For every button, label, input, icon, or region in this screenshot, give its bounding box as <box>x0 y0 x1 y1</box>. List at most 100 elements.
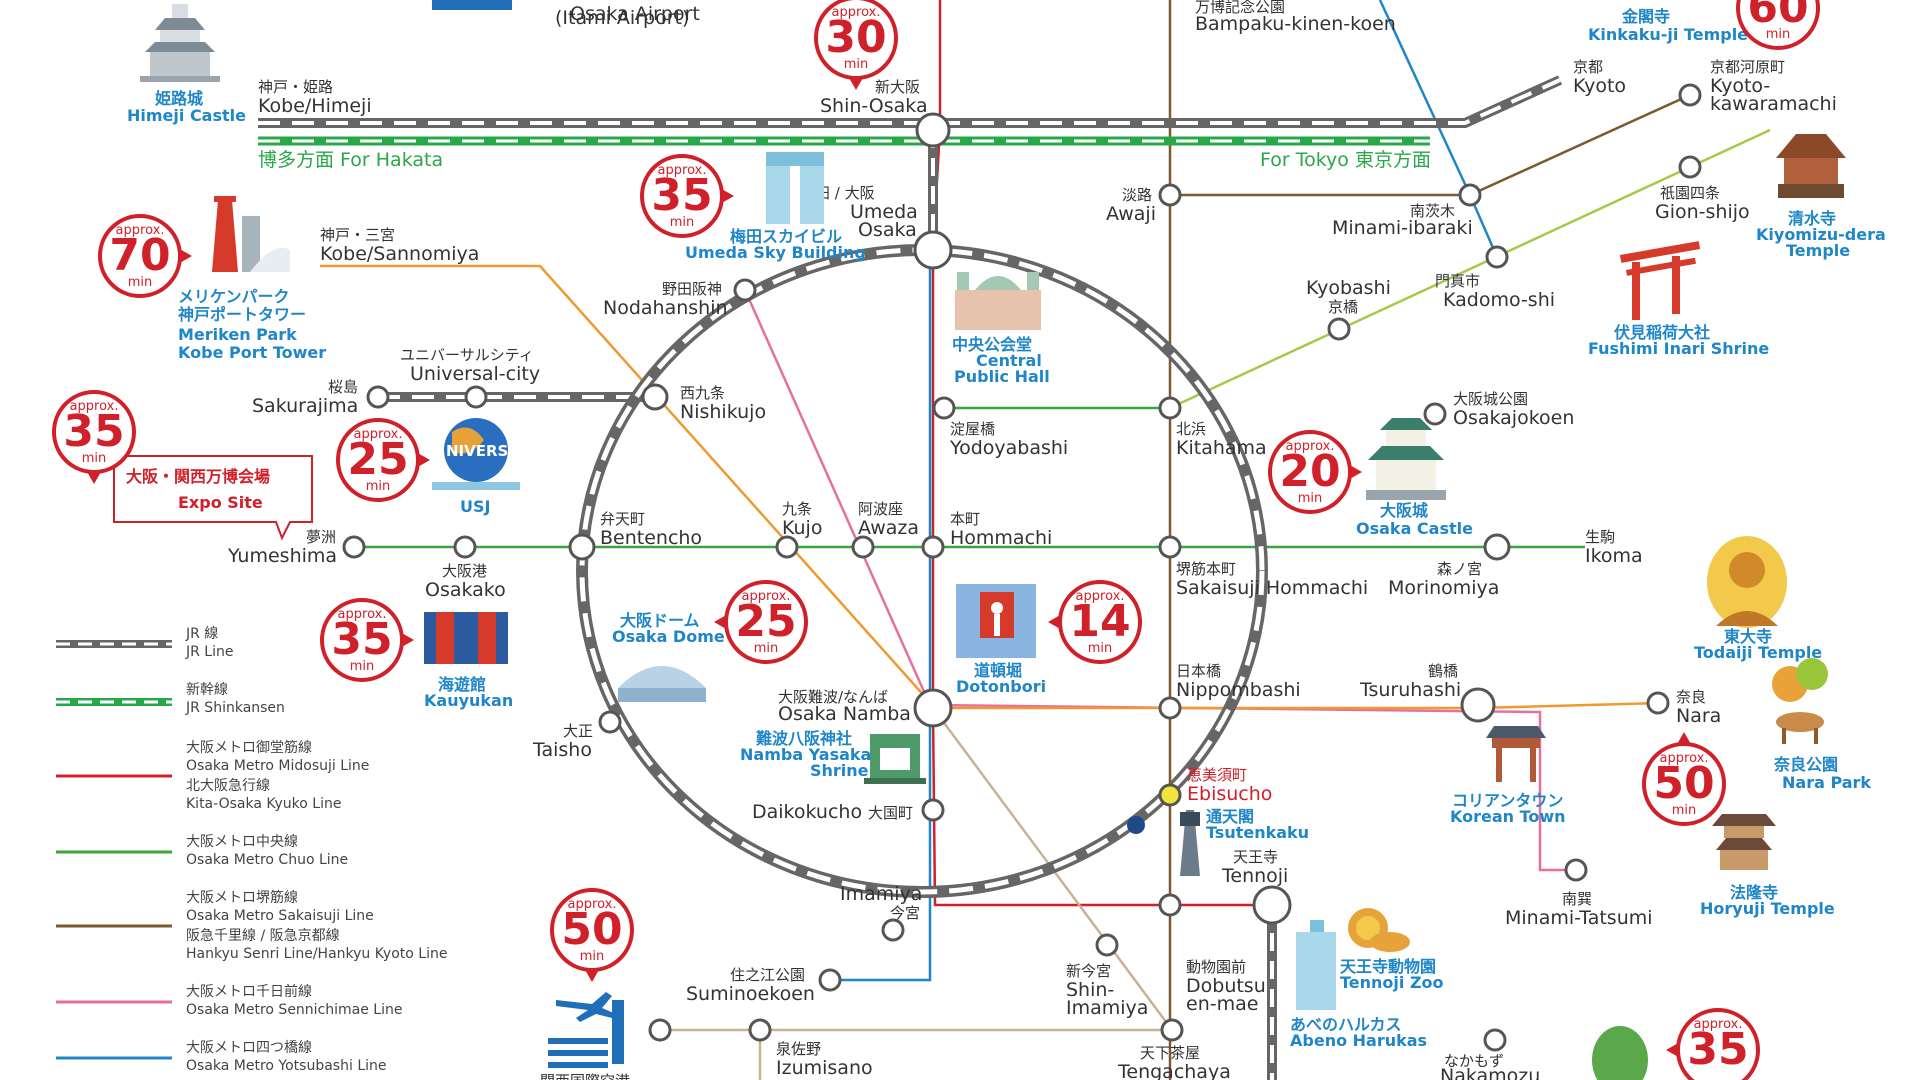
nakamozu-label: Nakamozu <box>1440 1065 1540 1080</box>
meriken-label-jp-2: 神戸ポートタワー <box>178 305 306 324</box>
nippombashi-label: Nippombashi <box>1176 679 1301 701</box>
castle-icon <box>140 4 220 82</box>
temple-icon <box>1776 134 1846 198</box>
kitahama-label: Kitahama <box>1176 437 1267 459</box>
kaiyukan-label-jp: 海遊館 <box>438 675 486 694</box>
centralhall-label-2: Public Hall <box>954 367 1050 386</box>
tsuruhashi-label-jp: 鶴橋 <box>1428 662 1458 680</box>
namba-label: Osaka Namba <box>778 703 911 725</box>
daikokucho-label-jp: 大国町 <box>868 804 913 822</box>
midosuji-line <box>931 0 1270 907</box>
badge-35-expo: approx. 35 min <box>52 390 136 484</box>
abeno-label-jp: あべのハルカス <box>1290 1015 1402 1034</box>
centralhall-label-1: Central <box>976 351 1042 370</box>
svg-text:approx.: approx. <box>658 163 707 178</box>
taisho-label-jp: 大正 <box>563 722 593 740</box>
osakako-label-jp: 大阪港 <box>442 562 487 580</box>
suminoekoen-label: Suminoekoen <box>686 983 815 1005</box>
badge-25-dome: approx. 25 min <box>714 580 808 664</box>
svg-text:min: min <box>1672 803 1697 818</box>
centralhall-label-jp: 中央公会堂 <box>952 335 1032 354</box>
awaza-label: Awaza <box>858 517 919 539</box>
svg-text:30: 30 <box>825 12 886 63</box>
svg-text:JR Line: JR Line <box>185 644 233 660</box>
svg-text:approx.: approx. <box>568 897 617 912</box>
tsutenkaku-label: Tsutenkaku <box>1206 823 1309 842</box>
svg-text:Osaka Metro Midosuji Line: Osaka Metro Midosuji Line <box>186 758 369 774</box>
deer-icon <box>1772 658 1828 744</box>
badge-60: 60 min <box>1736 0 1820 50</box>
svg-text:Hankyu Senri Line/Hankyu Kyoto: Hankyu Senri Line/Hankyu Kyoto Line <box>186 946 447 962</box>
dotonbori-label-jp: 道頓堀 <box>974 661 1022 680</box>
svg-text:approx.: approx. <box>338 607 387 622</box>
tennojizoo-label-jp: 天王寺動物園 <box>1340 957 1436 976</box>
svg-text:approx.: approx. <box>1076 589 1125 604</box>
tower-icon <box>212 196 290 272</box>
skybuilding-label: Umeda Sky Building <box>685 243 866 262</box>
building-icon <box>766 152 824 224</box>
gionshijo-label: Gion-shijo <box>1655 201 1750 223</box>
nippombashi-label-jp: 日本橋 <box>1176 662 1221 680</box>
himeji-label: Himeji Castle <box>127 106 246 125</box>
tennoji-label: Tennoji <box>1221 865 1288 887</box>
badge-50-kansai: approx. 50 min <box>550 888 634 982</box>
itami-label-top: Osaka Airport <box>570 3 700 25</box>
svg-text:min: min <box>1766 27 1791 42</box>
svg-text:35: 35 <box>1687 1024 1748 1075</box>
svg-text:Osaka Metro Chuo Line: Osaka Metro Chuo Line <box>186 852 348 868</box>
tsuruhashi-label: Tsuruhashi <box>1359 679 1461 701</box>
expo-callout <box>113 455 313 541</box>
jr-kobe-kyoto-line <box>258 75 1563 128</box>
kaiyukan-label: Kauyukan <box>424 691 513 710</box>
koreantown-label: Korean Town <box>1450 807 1566 826</box>
buddha-icon <box>1707 536 1787 628</box>
svg-text:Osaka Metro Yotsubashi Line: Osaka Metro Yotsubashi Line <box>186 1058 387 1074</box>
badge-14-dotonbori: approx. 14 min <box>1048 580 1142 664</box>
taisho-label: Taisho <box>532 739 592 761</box>
kyobashi-label-jp: 京橋 <box>1328 298 1358 316</box>
kitahama-label-jp: 北浜 <box>1176 420 1206 438</box>
nara-label: Nara <box>1676 705 1721 727</box>
dotonbori-label: Dotonbori <box>956 677 1046 696</box>
ebisucho-label: Ebisucho <box>1187 783 1272 805</box>
bampaku-label-jp: 万博記念公園 <box>1195 0 1285 16</box>
gate-icon <box>1486 726 1546 782</box>
usj-label: USJ <box>460 497 490 516</box>
badge-50-nara: approx. 50 min <box>1642 732 1726 826</box>
badge-70: approx. 70 min <box>98 214 192 298</box>
station-markers <box>342 83 1702 1052</box>
svg-text:min: min <box>754 641 779 656</box>
tennoji-label-jp: 天王寺 <box>1233 848 1278 866</box>
todaiji-label: Todaiji Temple <box>1694 643 1822 662</box>
tengachaya-label: Tengachaya <box>1117 1061 1231 1080</box>
kawaramachi-label-2: kawaramachi <box>1710 93 1837 115</box>
dobutsuen-label-jp: 動物園前 <box>1186 958 1246 976</box>
yumeshima-label-jp: 夢洲 <box>306 528 336 546</box>
meriken-label-1: Meriken Park <box>178 325 297 344</box>
building-icon <box>432 0 512 10</box>
building-icon <box>424 612 508 664</box>
osakadome-label: Osaka Dome <box>612 627 725 646</box>
svg-text:大阪メトロ四つ橋線: 大阪メトロ四つ橋線 <box>186 1040 312 1056</box>
svg-text:approx.: approx. <box>742 589 791 604</box>
usj-globe-text: NIVERSA <box>446 442 520 460</box>
fushimi-label-jp: 伏見稲荷大社 <box>1614 323 1710 342</box>
badge-20-castle: approx. 20 min <box>1268 430 1362 514</box>
svg-text:approx.: approx. <box>1694 1017 1743 1032</box>
building-icon <box>1296 920 1336 1010</box>
svg-text:Kita-Osaka Kyuko Line: Kita-Osaka Kyuko Line <box>186 796 341 812</box>
shinosaka-label: Shin-Osaka <box>820 95 928 117</box>
kyoto-label-jp: 京都 <box>1573 58 1603 76</box>
narapark-label-jp: 奈良公園 <box>1773 755 1838 774</box>
chuo-line <box>354 128 1771 549</box>
kiyomizu-label-1: Kiyomizu-dera <box>1756 225 1886 244</box>
meriken-label-2: Kobe Port Tower <box>178 343 326 362</box>
yasaka-label-1: Namba Yasaka <box>740 745 871 764</box>
tower-icon <box>1180 810 1200 876</box>
svg-text:approx.: approx. <box>116 223 165 238</box>
svg-text:14: 14 <box>1069 596 1130 647</box>
svg-text:35: 35 <box>331 614 392 665</box>
kadomashi-label: Kadomo-shi <box>1443 289 1555 311</box>
svg-text:阪急千里線 / 阪急京都線: 阪急千里線 / 阪急京都線 <box>186 928 340 944</box>
kobesannomiya-label: Kobe/Sannomiya <box>320 243 479 265</box>
